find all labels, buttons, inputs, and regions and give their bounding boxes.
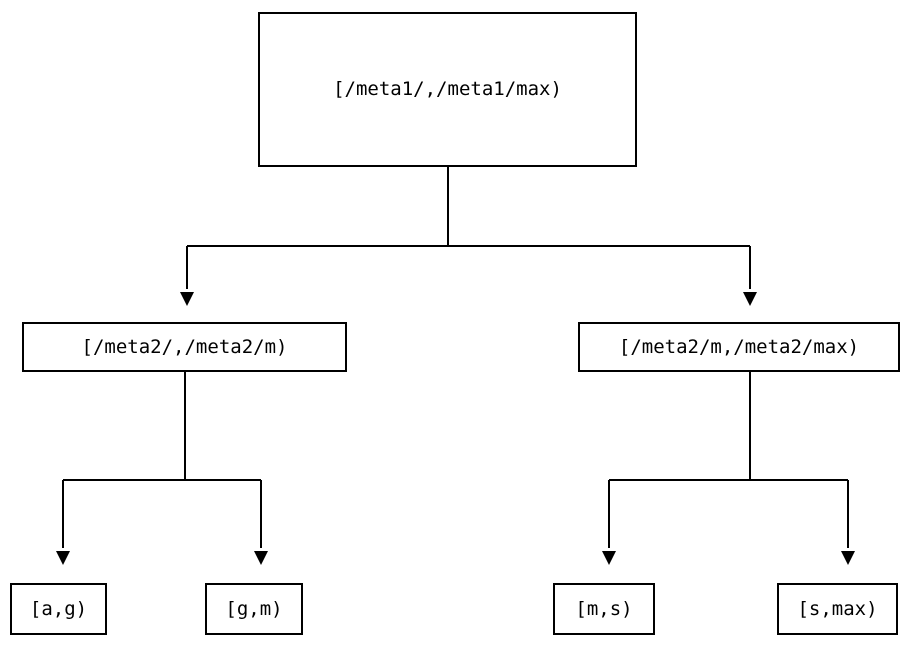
arrowhead-leaf-ag — [56, 551, 70, 565]
node-mid-right[interactable]: [/meta2/m,/meta2/max) — [578, 322, 900, 372]
arrowhead-leaf-ms — [602, 551, 616, 565]
arrowhead-mid-right — [743, 292, 757, 306]
node-leaf-gm[interactable]: [g,m) — [205, 583, 303, 635]
node-leaf-ag[interactable]: [a,g) — [10, 583, 107, 635]
arrowhead-mid-left — [180, 292, 194, 306]
arrowhead-leaf-smax — [841, 551, 855, 565]
arrowhead-leaf-gm — [254, 551, 268, 565]
node-leaf-smax-label: [s,max) — [797, 597, 878, 620]
node-leaf-ag-label: [a,g) — [29, 597, 88, 620]
node-leaf-ms[interactable]: [m,s) — [553, 583, 655, 635]
node-root-label: [/meta1/,/meta1/max) — [333, 78, 562, 100]
node-mid-left[interactable]: [/meta2/,/meta2/m) — [22, 322, 347, 372]
node-leaf-smax[interactable]: [s,max) — [777, 583, 898, 635]
node-leaf-ms-label: [m,s) — [575, 597, 633, 620]
node-mid-left-label: [/meta2/,/meta2/m) — [81, 335, 288, 358]
node-root[interactable]: [/meta1/,/meta1/max) — [258, 12, 637, 167]
node-leaf-gm-label: [g,m) — [225, 597, 283, 620]
node-mid-right-label: [/meta2/m,/meta2/max) — [618, 335, 860, 358]
